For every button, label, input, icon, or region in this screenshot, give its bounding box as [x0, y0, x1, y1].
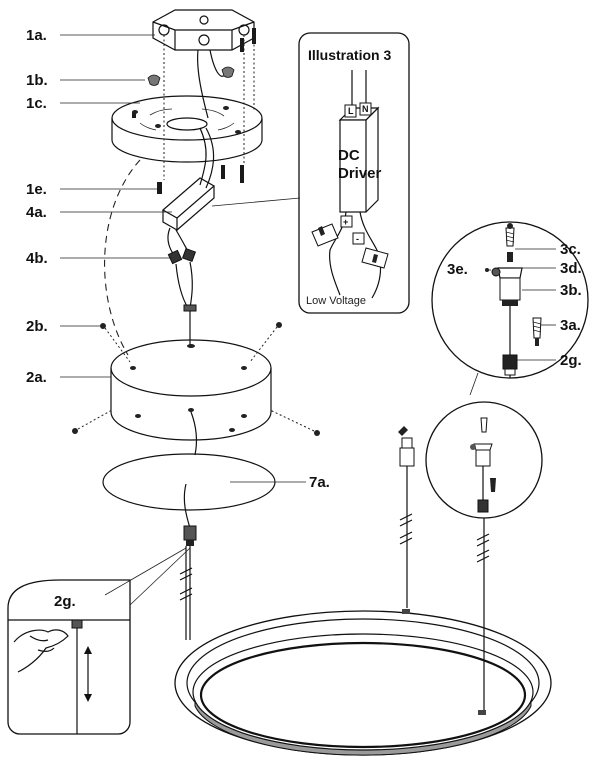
- driver-label-line1: DC: [338, 147, 360, 164]
- low-voltage-connectors: [167, 247, 197, 265]
- driver-label-line2: Driver: [338, 165, 382, 182]
- label-3a: 3a.: [560, 317, 581, 334]
- label-1a: 1a.: [26, 27, 47, 44]
- label-1b: 1b.: [26, 72, 48, 89]
- label-7a: 7a.: [309, 474, 330, 491]
- label-3c: 3c.: [560, 241, 581, 258]
- canopy-screws: [72, 322, 320, 436]
- label-1c: 1c.: [26, 95, 47, 112]
- label-2b: 2b.: [26, 318, 48, 335]
- detail-zoom-small: [425, 401, 543, 519]
- detail-zoom-large: [431, 221, 589, 379]
- illustration-3-panel: [298, 32, 410, 314]
- junction-box: [152, 9, 255, 51]
- label-4b: 4b.: [26, 250, 48, 267]
- plus-terminal-label: +: [343, 217, 348, 227]
- canopy: [110, 339, 272, 441]
- label-2g: 2g.: [560, 352, 582, 369]
- detail-2g-box: [7, 579, 131, 735]
- dc-driver: [161, 177, 216, 232]
- suspension-cable-middle: [398, 426, 415, 608]
- label-3b: 3b.: [560, 282, 582, 299]
- label-4a: 4a.: [26, 204, 47, 221]
- mounting-plate: [111, 95, 263, 163]
- minus-terminal-label: -: [356, 234, 359, 244]
- terminal-l-label: L: [348, 106, 354, 116]
- ring-fixture: [174, 609, 552, 756]
- label-2a: 2a.: [26, 369, 47, 386]
- terminal-n-label: N: [362, 104, 369, 114]
- illustration-3-title: Illustration 3: [308, 47, 391, 63]
- low-voltage-caption: Low Voltage: [306, 295, 366, 307]
- mounting-screws: [132, 28, 256, 194]
- label-3e: 3e.: [447, 261, 468, 278]
- label-3d: 3d.: [560, 260, 582, 277]
- label-2g-detail: 2g.: [54, 593, 76, 610]
- label-1e: 1e.: [26, 181, 47, 198]
- cable-gripper-left: [183, 525, 197, 546]
